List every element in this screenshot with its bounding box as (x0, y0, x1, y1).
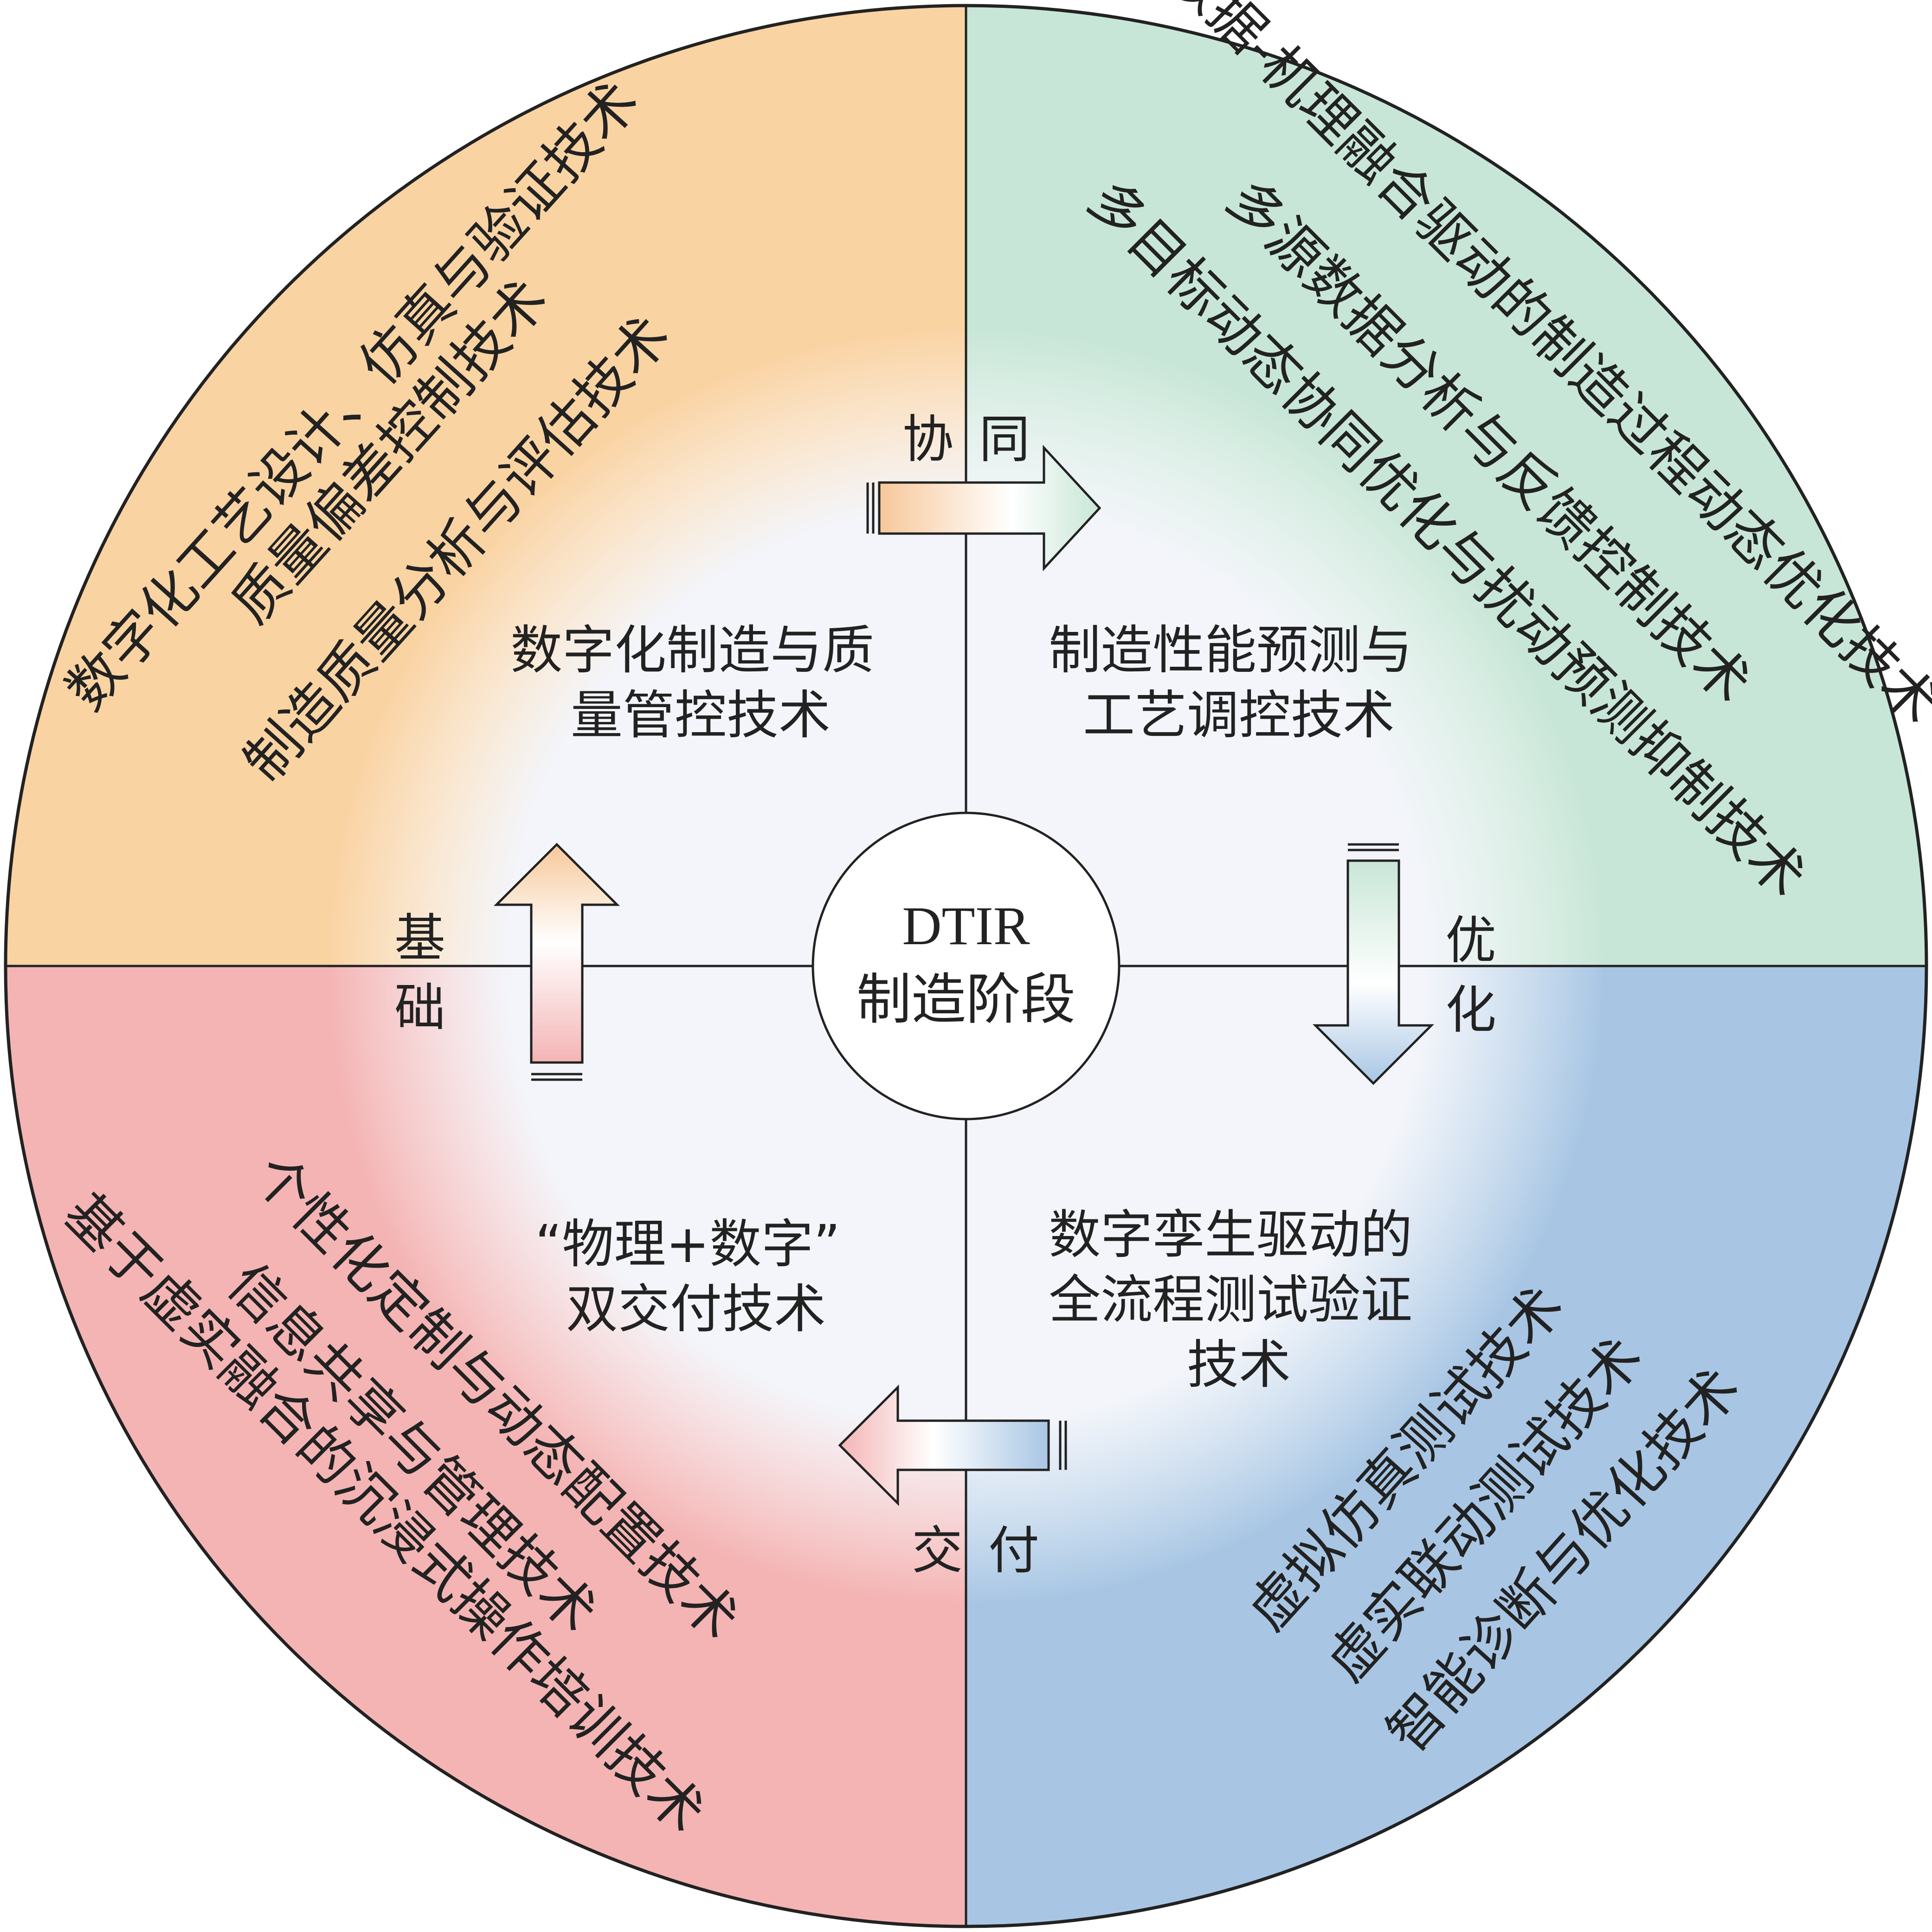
inner-br-line-2: 全流程测试验证 (1049, 1270, 1412, 1330)
relation-left-1: 基 (394, 908, 445, 968)
center-circle (811, 811, 1121, 1121)
inner-text-br: 数字孪生驱动的 全流程测试验证 技术 (1049, 1205, 1429, 1395)
relation-bottom-1: 交 (912, 1521, 963, 1580)
inner-tl-line-2: 量管控技术 (571, 685, 831, 746)
relation-right-1: 优 (1445, 911, 1496, 970)
relation-bottom-2: 付 (988, 1521, 1039, 1580)
inner-br-line-1: 数字孪生驱动的 (1049, 1205, 1412, 1265)
relation-left-2: 础 (394, 978, 445, 1037)
inner-text-tl: 数字化制造与质 量管控技术 (510, 620, 891, 746)
arrow-right-icon (878, 444, 1101, 572)
center-title: DTIR (902, 895, 1030, 956)
relation-top-1: 协 (902, 410, 953, 469)
inner-bl-line-2: 双交付技术 (566, 1279, 826, 1340)
inner-bl-line-1: “物理+数字” (535, 1214, 840, 1275)
arrow-down-icon (1312, 859, 1435, 1085)
arrow-optimization (1312, 843, 1435, 1085)
arrow-collaboration (866, 444, 1101, 572)
arrow-foundation (493, 843, 620, 1081)
inner-text-bl: “物理+数字” 双交付技术 (535, 1214, 857, 1340)
arrow-up-icon (493, 843, 620, 1064)
relation-right-2: 化 (1445, 980, 1496, 1040)
arrow-left-icon (838, 1384, 1050, 1507)
inner-tr-line-1: 制造性能预测与 (1049, 620, 1412, 681)
inner-text-tr: 制造性能预测与 工艺调控技术 (1049, 620, 1429, 746)
center-subtitle: 制造阶段 (857, 967, 1075, 1031)
inner-tl-line-1: 数字化制造与质 (510, 620, 874, 681)
relation-top-2: 同 (979, 410, 1030, 469)
inner-br-line-3: 技术 (1187, 1335, 1291, 1395)
inner-tr-line-2: 工艺调控技术 (1083, 685, 1395, 746)
arrow-delivery (838, 1384, 1067, 1507)
